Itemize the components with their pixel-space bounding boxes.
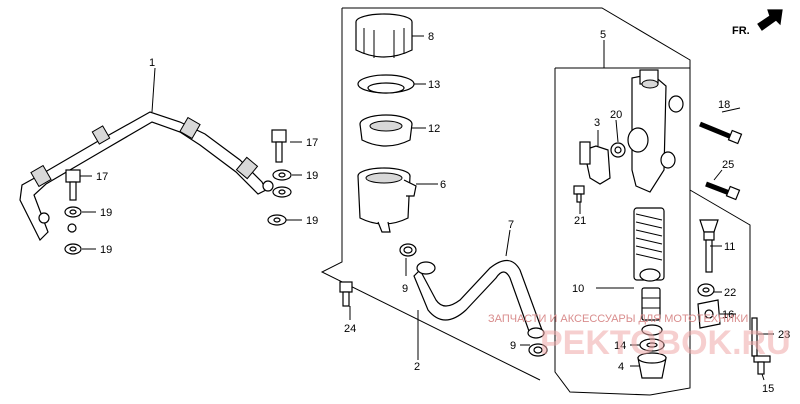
joint-screw: [573, 185, 585, 203]
reservoir-hose: [413, 259, 545, 339]
callout-2: 2: [414, 361, 420, 373]
hose-clip-lower: [528, 343, 548, 357]
reservoir-diaphragm: [359, 114, 413, 147]
callout-21: 21: [574, 215, 586, 227]
front-direction-marker: FR.: [732, 9, 783, 37]
assembly-outline-main: [320, 7, 751, 396]
callout-20: 20: [610, 109, 622, 121]
dust-boot: [637, 352, 667, 379]
callout-11: 11: [724, 241, 735, 253]
callout-23: 23: [778, 329, 790, 341]
callout-9-upper: 9: [402, 283, 408, 295]
reservoir-cap: [355, 13, 413, 58]
watermark: ЗАПЧАСТИ И АКСЕССУАРЫ ДЛЯ МОТОТЕХНИКИ PE…: [488, 313, 791, 362]
callout-15: 15: [762, 383, 774, 395]
callout-19-d: 19: [100, 244, 112, 256]
callout-7: 7: [508, 219, 514, 231]
banjo-bolt-upper: [271, 129, 287, 163]
callout-19-a: 19: [306, 170, 318, 182]
callout-6: 6: [440, 179, 446, 191]
callout-5: 5: [600, 29, 606, 41]
callout-25: 25: [722, 159, 734, 171]
callout-22: 22: [724, 287, 736, 299]
brake-hose: [19, 111, 274, 242]
master-cylinder-body: [627, 69, 684, 193]
watermark-caption: ЗАПЧАСТИ И АКСЕССУАРЫ ДЛЯ МОТОТЕХНИКИ: [488, 313, 748, 325]
callout-16: 16: [722, 309, 734, 321]
reservoir-tank: [357, 167, 417, 233]
lock-nut: [697, 283, 715, 297]
o-ring: [610, 142, 626, 158]
front-direction-label: FR.: [732, 25, 750, 37]
mounting-bolt-lower: [705, 181, 741, 201]
rod-joint: [697, 299, 721, 329]
hose-joint: [579, 141, 611, 185]
watermark-logo: PEKTOBOK.RU: [540, 324, 791, 362]
banjo-bolt-lower: [65, 169, 81, 201]
callout-19-c: 19: [100, 207, 112, 219]
callout-4: 4: [618, 361, 624, 373]
callout-10: 10: [572, 283, 584, 295]
mount-bolt: [339, 281, 353, 307]
callout-8: 8: [428, 31, 434, 43]
hose-clip-upper: [399, 243, 417, 257]
callout-3: 3: [594, 117, 600, 129]
leader-lines: [80, 35, 774, 381]
callout-17-upper: 17: [306, 137, 318, 149]
piston-set: [633, 207, 665, 336]
piston-cup: [639, 338, 665, 352]
callout-9-lower: 9: [510, 340, 516, 352]
callout-13: 13: [428, 79, 440, 91]
callout-17-lower: 17: [96, 171, 108, 183]
arrow-front-icon: [757, 9, 783, 31]
callout-1: 1: [149, 57, 155, 69]
callout-14: 14: [614, 340, 626, 352]
callout-12: 12: [428, 123, 440, 135]
callout-24: 24: [344, 323, 356, 335]
callout-18: 18: [718, 99, 730, 111]
mounting-bolt-upper: [699, 121, 743, 145]
callout-19-b: 19: [306, 215, 318, 227]
sealing-washers: [64, 169, 292, 255]
clevis-pin: [753, 355, 771, 375]
push-rod: [699, 219, 719, 273]
callout-labels: 1 8 13 12 6 5 3 20 17 17 19 19 19 19 21 …: [96, 29, 790, 395]
reservoir-plate: [357, 74, 415, 94]
